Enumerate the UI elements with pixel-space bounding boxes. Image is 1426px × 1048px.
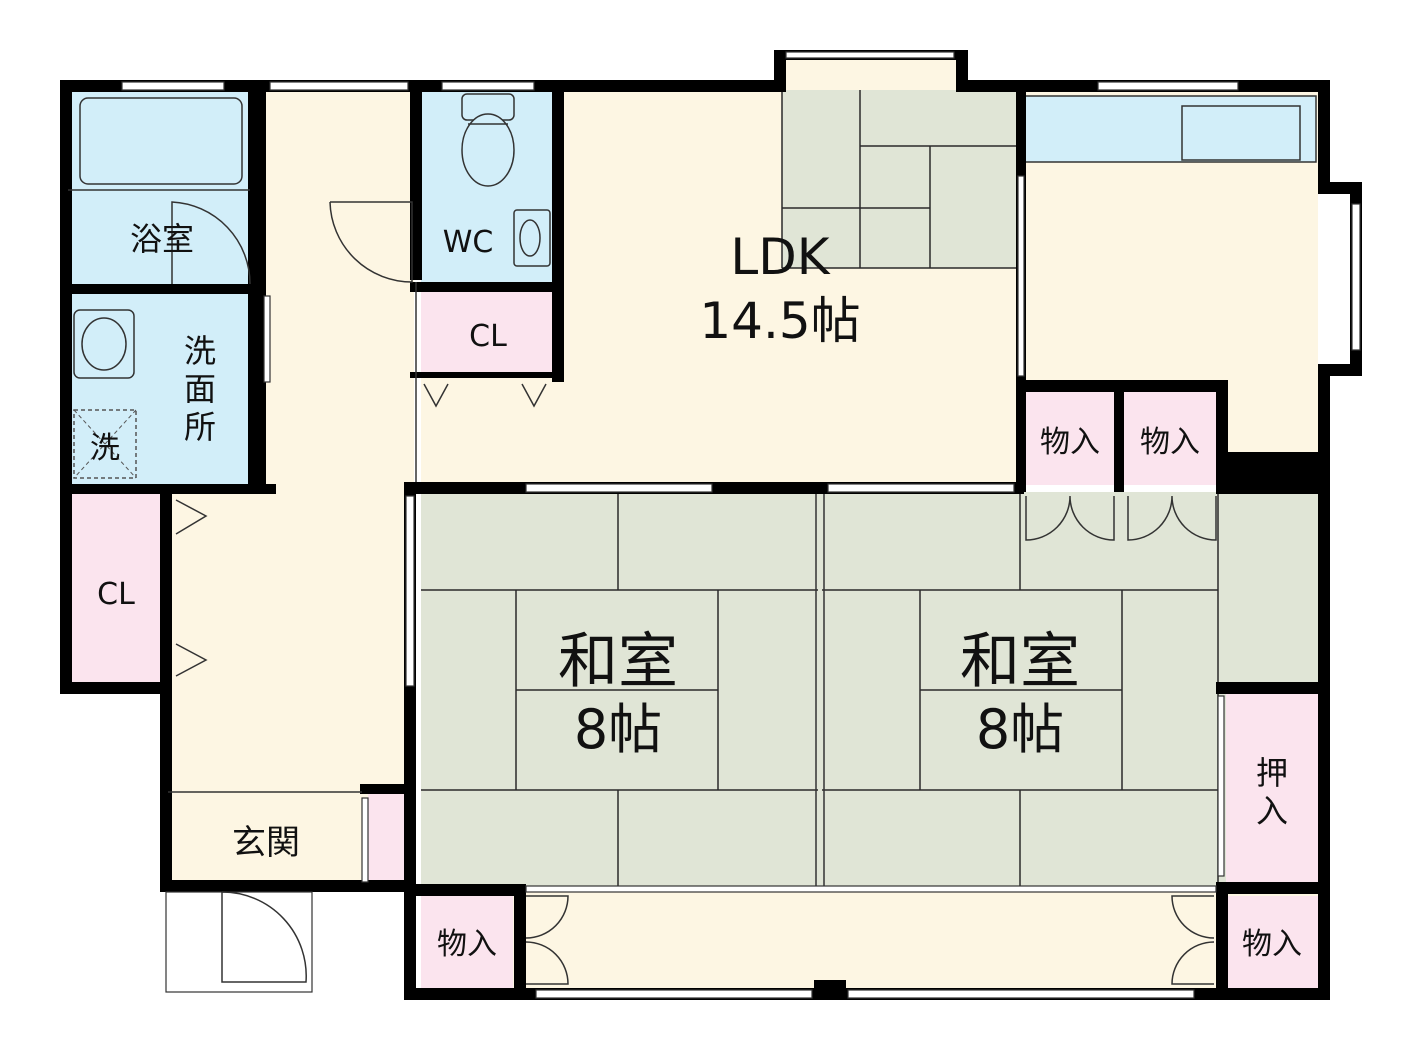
closet-top-area (421, 292, 554, 375)
washitsu-left-name-label: 和室 (558, 627, 678, 697)
bath-label: 浴室 (130, 220, 194, 258)
storage-2-area (1122, 390, 1218, 485)
tatami-lines (421, 90, 1219, 888)
window-hall (269, 81, 409, 91)
closet-left-area (68, 492, 160, 682)
window-shoe (361, 797, 369, 883)
kitchen-sink (1181, 105, 1301, 161)
window-kitchen-side (1351, 203, 1361, 351)
wash-basin-icon (73, 309, 135, 379)
bathtub (79, 97, 243, 185)
closet-top-label: CL (469, 319, 507, 354)
oshiire-area (1226, 692, 1318, 888)
oshiire-label-1: 押 (1256, 754, 1288, 792)
storage-2-label: 物入 (1140, 425, 1200, 460)
engawa-area (421, 888, 1318, 990)
washroom-label-2: 面 (184, 370, 216, 408)
hall-door (329, 201, 413, 283)
washing-machine-icon (73, 409, 137, 479)
fixtures (68, 93, 551, 993)
entrance-label: 玄関 (232, 823, 300, 863)
ldk-lower-area (421, 375, 1016, 482)
bath-door (171, 201, 251, 285)
walls (60, 50, 1362, 1000)
window-ldk-washitsu-right (827, 483, 1015, 493)
labels: LDK 14.5帖 和室 8帖 和室 8帖 浴室 WC 洗 面 所 洗 玄関 C… (90, 220, 1302, 962)
storage-1-area (1024, 390, 1116, 485)
washer-label: 洗 (90, 431, 120, 466)
storage-br-area (1226, 896, 1318, 990)
window-ldk-kitchen (1017, 175, 1025, 377)
window-engawa-top (525, 885, 1217, 893)
windows (121, 51, 1361, 999)
entrance-door (221, 891, 307, 983)
storage-bottom-left-label: 物入 (437, 927, 497, 962)
closet-top-door (423, 383, 547, 408)
washitsu-left-size-label: 8帖 (574, 698, 662, 761)
window-bath (121, 81, 225, 91)
window-bay (785, 51, 955, 59)
window-engawa-left (535, 989, 813, 999)
washitsu-right-size-label: 8帖 (976, 698, 1064, 761)
window-engawa-right (847, 989, 1195, 999)
window-wc (441, 81, 535, 91)
oshiire-label-2: 入 (1256, 792, 1288, 830)
window-kitchen (1097, 81, 1239, 91)
window-oshiire (1217, 695, 1225, 877)
window-washitsu-left (405, 495, 415, 687)
entrance-porch (165, 891, 313, 993)
ldk-size-label: 14.5帖 (699, 292, 860, 350)
storage-bl-area (421, 896, 513, 990)
closet-left-label: CL (97, 577, 135, 612)
engawa-left-door (525, 895, 569, 985)
washroom-label-1: 洗 (184, 332, 216, 370)
window-ldk-washitsu-left (525, 483, 713, 493)
storage-1-label: 物入 (1040, 425, 1100, 460)
room-fills (68, 60, 1318, 990)
window-washroom (263, 295, 271, 383)
ldk-name-label: LDK (730, 228, 830, 286)
ldk-tatami (782, 90, 1016, 268)
storage-bottom-right-label: 物入 (1242, 927, 1302, 962)
doors (171, 201, 1217, 985)
washitsu-right-name-label: 和室 (960, 627, 1080, 697)
wc-sink-icon (513, 209, 551, 267)
ldk-bay-area (782, 60, 958, 92)
closet-left-door (175, 499, 208, 677)
wc-label: WC (443, 225, 494, 260)
storage-2-door (1127, 495, 1217, 541)
engawa-right-door (1171, 895, 1215, 985)
toilet-icon (461, 93, 515, 187)
storage-1-door (1025, 495, 1115, 541)
washroom-label-3: 所 (184, 408, 216, 446)
